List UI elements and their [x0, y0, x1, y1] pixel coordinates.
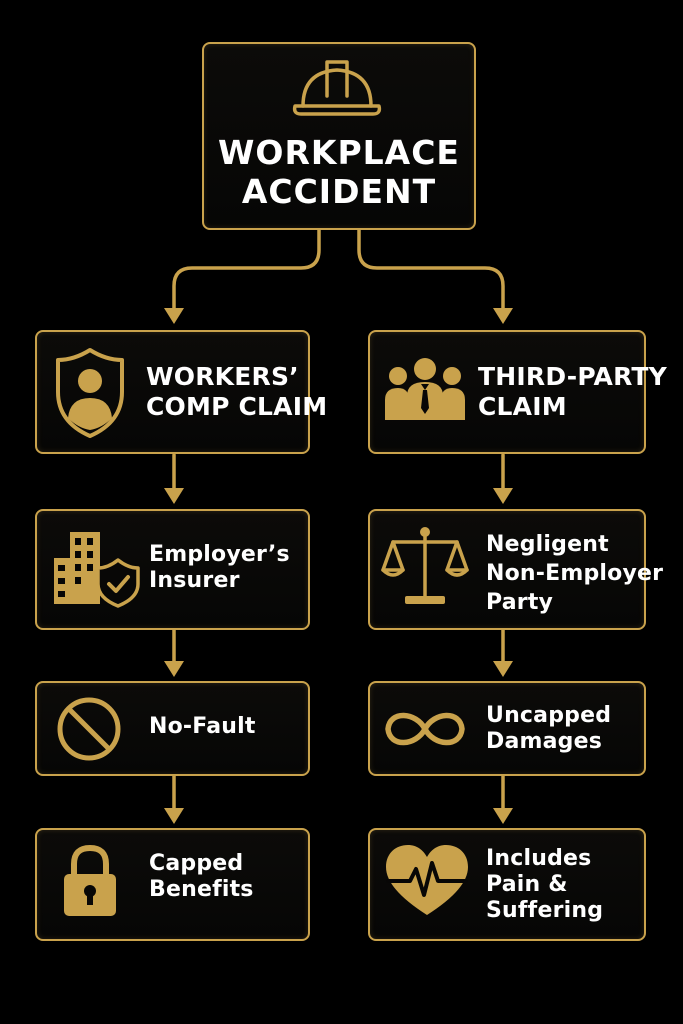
root-node: [202, 42, 476, 230]
employers-insurer-label: Employer’s Insurer: [149, 542, 290, 593]
infinity-icon: [385, 712, 465, 746]
arrowhead-root-left: [164, 308, 184, 324]
capped-benefits-label: Capped Benefits: [149, 851, 254, 902]
arrowhead-left-3: [164, 808, 184, 824]
no-fault-label: No-Fault: [149, 714, 256, 739]
padlock-icon: [64, 844, 116, 916]
arrowhead-left-1: [164, 488, 184, 504]
no-fault-node: [35, 681, 310, 776]
third-party-label: THIRD-PARTY CLAIM: [478, 362, 667, 421]
arrowhead-right-2: [493, 661, 513, 677]
root-label: WORKPLACE ACCIDENT: [218, 133, 460, 211]
negligent-party-node: [368, 509, 646, 630]
connector-root-right: [357, 228, 505, 314]
scales-icon: [381, 527, 469, 604]
arrowhead-root-right: [493, 308, 513, 324]
building-shield-icon: [54, 532, 140, 608]
negligent-party-label: Negligent Non-Employer Party: [486, 532, 664, 616]
hard-hat-icon: [292, 60, 382, 116]
prohibited-icon: [57, 697, 121, 761]
group-people-icon: [385, 358, 465, 420]
uncapped-damages-label: Uncapped Damages: [486, 703, 612, 754]
workers-comp-label: WORKERS’ COMP CLAIM: [146, 362, 328, 421]
shield-person-icon: [56, 348, 124, 438]
arrowhead-right-3: [493, 808, 513, 824]
uncapped-damages-node: [368, 681, 646, 776]
arrowhead-right-1: [493, 488, 513, 504]
heart-pulse-icon: [386, 845, 468, 915]
arrowhead-left-2: [164, 661, 184, 677]
pain-suffering-label: Includes Pain & Suffering: [486, 846, 604, 923]
connector-root-left: [172, 228, 321, 314]
